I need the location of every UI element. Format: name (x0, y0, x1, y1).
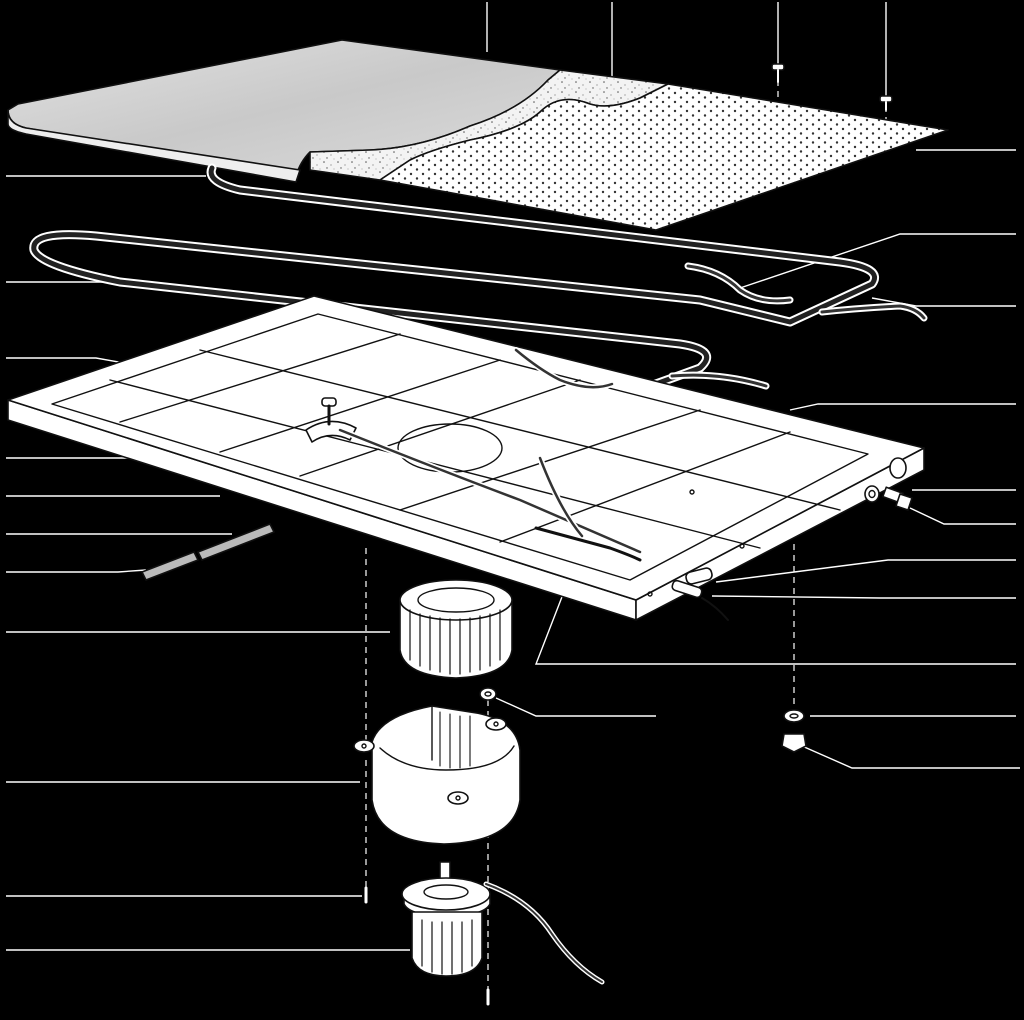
leader-line (789, 403, 1016, 411)
element-lead-wires (668, 262, 928, 390)
leader-line (711, 595, 1016, 599)
leader-line (715, 559, 1016, 583)
leader-line (495, 697, 656, 717)
top-plate-screw (879, 95, 893, 111)
leader-line (909, 507, 1016, 525)
motor-cable (337, 347, 643, 562)
mounting-washer (479, 687, 497, 701)
fan-wheel (399, 579, 513, 679)
hose-fitting (685, 567, 713, 585)
leader-line (871, 297, 1016, 307)
fan-housing (353, 705, 521, 845)
heating-element (29, 163, 879, 399)
element-clamp (305, 420, 357, 443)
perforated-top-plate (379, 83, 949, 231)
leader-line (6, 569, 147, 573)
threaded-rod (141, 523, 275, 581)
blower-motor (401, 861, 491, 977)
mounting-washer (783, 709, 805, 723)
top-plate-screw (771, 63, 785, 83)
leader-lines-left (6, 175, 410, 951)
mounting-nut (781, 733, 807, 753)
leader-line (739, 233, 1016, 289)
leader-line (801, 745, 1020, 769)
side-bolt (882, 486, 913, 511)
side-nut (889, 457, 907, 479)
side-washer (864, 485, 880, 503)
board-frame (7, 295, 925, 621)
cable-fitting (671, 579, 729, 621)
element-clamp-screw (321, 397, 337, 426)
motor-cable (483, 881, 605, 985)
